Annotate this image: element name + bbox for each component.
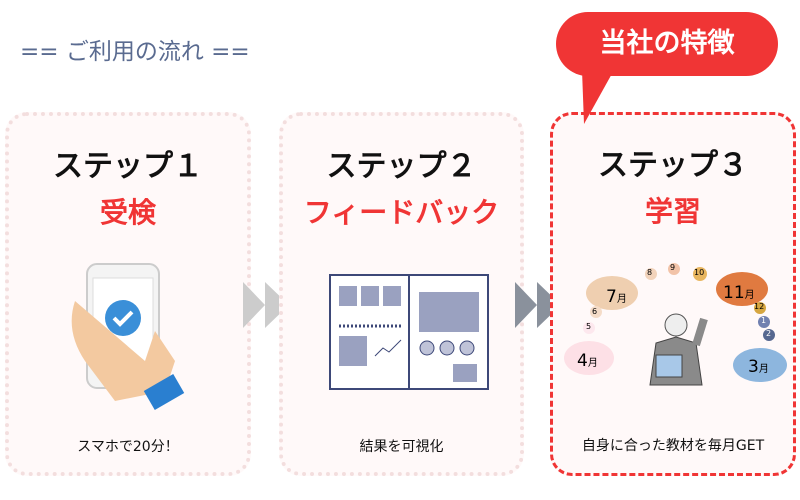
month-4: 4月: [577, 351, 598, 371]
month-12: 12: [754, 302, 765, 311]
double-arrow-icon: [515, 282, 561, 328]
smartphone-hand-icon: [71, 263, 185, 411]
step-card-1: ステップ１ 受検 スマホで20分！: [5, 112, 251, 476]
report-document-icon: [329, 274, 489, 390]
step-caption: スマホで20分！: [77, 439, 179, 455]
month-3: 3月: [748, 357, 769, 377]
month-2: 2: [766, 329, 772, 338]
step-subtitle: 学習: [644, 195, 701, 228]
step-subtitle: 受検: [99, 196, 156, 229]
step-card-2: ステップ２ フィードバック 結果を可視化: [279, 112, 524, 476]
step-title: ステップ３: [598, 148, 748, 183]
step-caption: 結果を可視化: [359, 439, 444, 455]
step-caption: 自身に合った教材を毎月GET: [581, 438, 765, 454]
month-11: 11月: [723, 283, 755, 303]
month-9: 9: [670, 263, 676, 272]
month-1: 1: [761, 316, 767, 325]
double-arrow-icon: [243, 282, 289, 328]
month-8: 8: [647, 268, 653, 277]
month-6: 6: [592, 307, 598, 316]
month-7: 7月: [606, 287, 627, 307]
step-card-3: ステップ３ 学習 7月 11月 4月 3月 8 9 10 6 5 12 1 2 …: [550, 112, 796, 476]
businessman-months-illustration: [564, 263, 787, 386]
badge-tail: [582, 70, 614, 124]
feature-badge: 当社の特徴: [556, 12, 778, 76]
section-title: == ご利用の流れ ==: [20, 39, 250, 65]
step-title: ステップ２: [326, 149, 477, 184]
month-10: 10: [694, 268, 705, 277]
step-title: ステップ１: [53, 149, 203, 184]
month-5: 5: [586, 322, 592, 331]
step-subtitle: フィードバック: [303, 196, 500, 229]
